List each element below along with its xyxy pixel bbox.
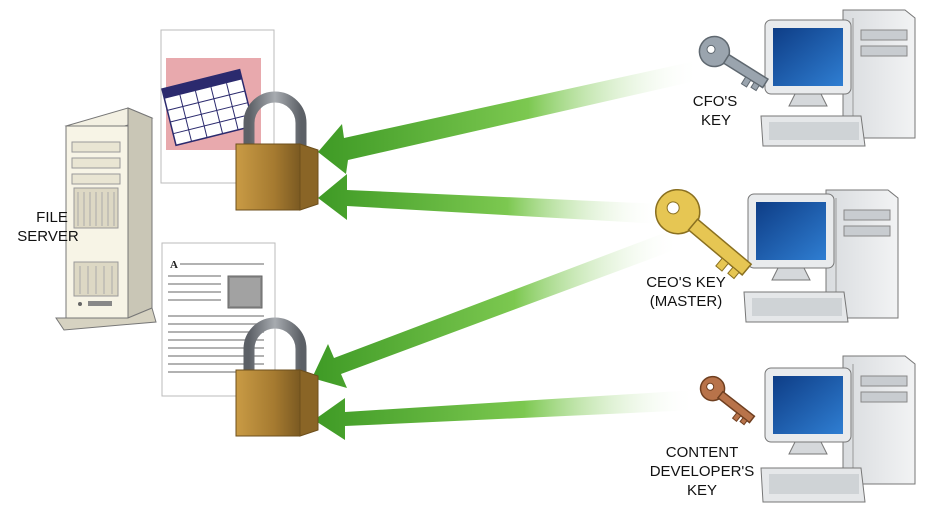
key-icon (699, 375, 756, 426)
dev-key-label-line3: KEY (687, 482, 717, 499)
server-label-line1: FILE (36, 209, 68, 226)
spreadsheet-document-icon (160, 29, 275, 184)
padlock-icon (235, 91, 319, 211)
server-icon (55, 107, 157, 331)
key-icon (654, 188, 753, 280)
cfo-key-label-line2: KEY (701, 112, 731, 129)
server-label-line2: SERVER (17, 228, 79, 245)
access-arrow-developer (314, 390, 696, 440)
access-arrow-ceo-1 (318, 174, 662, 224)
dev-key-label-line2: DEVELOPER'S (650, 463, 755, 480)
access-arrow-cfo (318, 60, 700, 174)
computer-icon (760, 9, 916, 147)
cfo-key-label-line1: CFO'S (693, 93, 738, 110)
computer-icon (743, 189, 899, 323)
dev-key-label-line1: CONTENT (666, 444, 739, 461)
document-letter: A (170, 259, 178, 271)
computer-icon (760, 355, 916, 503)
key-icon (698, 35, 769, 92)
padlock-icon (235, 317, 319, 437)
access-arrow-ceo-2 (312, 230, 680, 388)
ceo-key-label-line1: CEO'S KEY (646, 274, 726, 291)
ceo-key-label-line2: (MASTER) (650, 293, 723, 310)
